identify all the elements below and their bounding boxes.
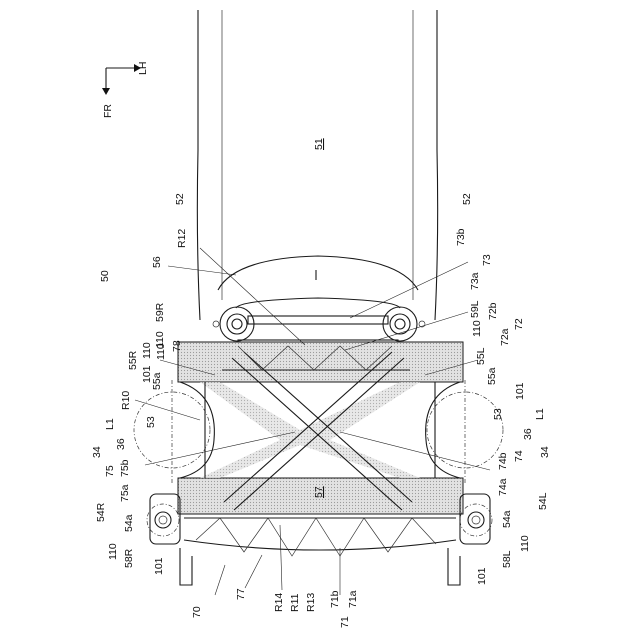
label-55l: 55L [475, 347, 487, 365]
right-wheel-53 [427, 392, 503, 468]
label-55r: 55R [127, 350, 139, 370]
label-r14: R14 [273, 593, 285, 612]
label-fr: FR [102, 104, 114, 118]
label-36-right: 36 [522, 428, 534, 440]
leader-56 [168, 266, 236, 275]
rear-mount-bracket-left [150, 494, 180, 544]
label-110-c: 110 [471, 320, 483, 337]
rear-mount-58r-hole [159, 516, 167, 524]
fr-arrow-head [102, 88, 110, 95]
rear-mount-bracket-right [460, 494, 490, 544]
label-53-left: 53 [145, 416, 157, 428]
right-wheel-arch [426, 382, 460, 478]
label-53-right: 53 [492, 408, 504, 420]
rear-mount-58l-zone [460, 504, 492, 536]
x-brace-shading [200, 382, 420, 478]
label-50: 50 [99, 270, 111, 282]
label-56: 56 [151, 256, 163, 268]
label-110-e: 110 [107, 543, 119, 560]
label-74b: 74b [497, 452, 509, 470]
mount-59r-ring [227, 314, 247, 334]
label-72a: 72a [499, 328, 511, 346]
label-54r: 54R [95, 502, 107, 522]
rear-mount-58l [468, 512, 484, 528]
label-71: 71 [339, 616, 351, 628]
bolt-left-front [213, 321, 219, 327]
rear-left-leg [180, 548, 192, 585]
label-101-c: 101 [153, 557, 165, 575]
rear-mount-58r-zone [147, 504, 179, 536]
label-72: 72 [513, 318, 525, 330]
label-74a: 74a [497, 478, 509, 496]
label-51: 51 [313, 138, 325, 150]
label-55a-left: 55a [151, 372, 163, 390]
label-34-right: 34 [539, 446, 551, 458]
label-75b: 75b [119, 459, 131, 477]
label-34-left: 34 [91, 446, 103, 458]
front-cross-member [178, 342, 463, 382]
label-73b: 73b [455, 228, 467, 246]
label-73a: 73a [469, 272, 481, 290]
rear-truss-bottom [184, 540, 456, 550]
label-58l: 58L [501, 550, 513, 568]
left-wheel-arch [180, 382, 214, 478]
label-r11: R11 [289, 593, 301, 612]
leader-77 [245, 555, 262, 588]
label-54l: 54L [537, 492, 549, 510]
label-r12: R12 [176, 229, 188, 248]
label-l1-right: L1 [534, 408, 546, 420]
label-l1-left: L1 [104, 418, 116, 430]
label-r13: R13 [305, 593, 317, 612]
label-54a-left: 54a [123, 514, 135, 532]
label-72b: 72b [487, 302, 499, 320]
label-110-d: 110 [155, 343, 167, 360]
label-55a-right: 55a [486, 367, 498, 385]
label-54a-right: 54a [501, 510, 513, 528]
mount-59r-hole [232, 319, 242, 329]
leader-r14 [280, 525, 282, 590]
direction-indicator [102, 64, 141, 95]
body-left-outline [197, 10, 200, 320]
rear-mount-58l-hole [472, 516, 480, 524]
label-58r: 58R [123, 548, 135, 568]
label-75a: 75a [119, 484, 131, 502]
mount-59l-hole [395, 319, 405, 329]
label-57: 57 [313, 486, 325, 498]
cross-bar-73 [248, 316, 388, 324]
label-73: 73 [481, 254, 493, 266]
label-110-b: 110 [141, 342, 153, 359]
label-70: 70 [191, 606, 203, 618]
label-101-b: 101 [514, 382, 526, 400]
rear-right-leg [448, 548, 460, 585]
rear-mount-58r [155, 512, 171, 528]
label-r10: R10 [120, 391, 132, 410]
label-lh: LH [137, 62, 149, 75]
leader-70 [215, 565, 225, 595]
subframe [147, 342, 492, 585]
label-71b: 71b [329, 590, 341, 608]
label-71a: 71a [347, 590, 359, 608]
label-77: 77 [235, 588, 247, 600]
label-36-left: 36 [115, 438, 127, 450]
front-cover-lower-edge [236, 298, 400, 308]
front-cover-outline [218, 256, 418, 290]
label-52-left: 52 [174, 193, 186, 205]
label-78: 78 [171, 340, 183, 352]
label-75: 75 [104, 465, 116, 477]
label-59l: 59L [469, 300, 481, 318]
label-52-right: 52 [461, 193, 473, 205]
label-74: 74 [513, 450, 525, 462]
label-59r: 59R [154, 302, 166, 322]
body-right-outline [435, 10, 438, 320]
label-101-d: 101 [476, 567, 488, 585]
label-110-f: 110 [519, 535, 531, 552]
